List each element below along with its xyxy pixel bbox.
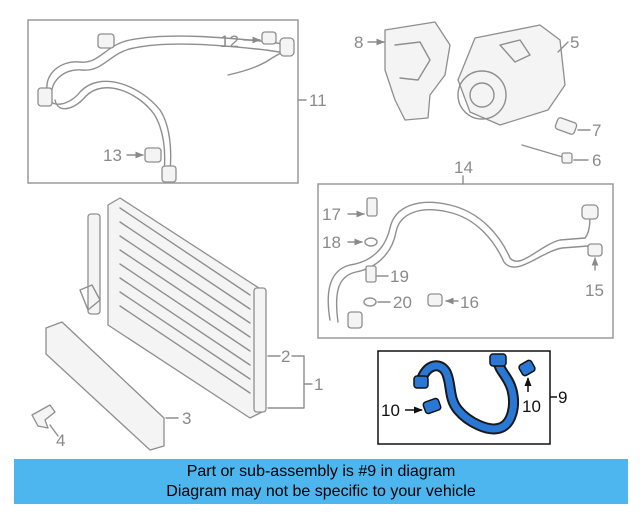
callout-6: 6 [592,151,601,170]
hose-11-clamp-top [97,33,115,49]
condenser-group: 2 1 3 4 [31,197,323,451]
parts-diagram: 11 12 13 8 5 7 6 14 [27,19,614,451]
callout-17: 17 [322,205,341,224]
callout-3: 3 [182,409,191,428]
condenser-1-tank [253,287,267,413]
hose-11-lower-line-b [54,87,166,173]
callout-13: 13 [103,146,122,165]
callout-7: 7 [592,121,601,140]
leader-5 [557,41,569,53]
callout-9: 9 [558,388,567,407]
hose-9 [418,358,517,433]
hose-11-end-fitting-bottom [161,165,177,183]
compressor-5 [457,24,566,126]
clip-16 [427,293,443,307]
banner-line-1: Part or sub-assembly is #9 in diagram [186,462,456,480]
valve-19 [365,265,377,283]
hose-11-end-fitting-right [279,37,295,57]
clip-12 [261,31,277,45]
box-11 [27,19,299,184]
compressor-5-pulley [457,70,507,120]
shield-3 [45,321,165,451]
callout-18: 18 [322,233,341,252]
oring-18 [364,237,378,247]
bracket-line-1 [267,355,305,409]
hose-9-end-left [413,375,429,389]
callout-12: 12 [220,32,239,51]
oring-20 [363,297,377,307]
banner-line-2: Diagram may not be specific to your vehi… [166,482,476,500]
info-banner: Part or sub-assembly is #9 in diagram Di… [14,459,628,504]
callout-14: 14 [454,158,473,177]
callout-10-right: 10 [522,397,541,416]
hose-assembly-14-group: 14 17 18 19 20 16 15 [317,158,614,339]
clip-15 [587,243,603,257]
callout-8: 8 [354,33,363,52]
callout-1: 1 [314,375,323,394]
leader-4 [49,424,59,437]
compressor-5-pulley-hub [469,82,495,108]
bolt-6-head [561,152,573,164]
sensor-17 [366,197,378,217]
hose-assembly-9-group: 10 10 9 [377,350,567,445]
part-7 [554,117,578,135]
hose-14-low-fitting [347,311,363,329]
callout-20: 20 [393,293,412,312]
condenser-1-fins [119,207,251,394]
clip-10-right [518,359,536,377]
compressor-5-fitting [499,39,531,63]
bracket-4 [31,404,56,429]
callout-11: 11 [309,91,327,110]
condenser-1-bracket [79,284,101,311]
hose-14-line-a [327,201,591,321]
box-14 [317,183,614,339]
callout-5: 5 [570,33,579,52]
bolt-6-shaft [521,144,567,159]
hose-14-end-fitting [581,204,599,220]
compressor-group: 8 5 7 6 [354,21,601,170]
clip-13 [144,147,162,163]
clip-10-left [422,397,442,415]
hose-9-end-top [489,353,507,367]
hose-11-upper-line-b [50,43,287,101]
callout-16: 16 [460,293,479,312]
hose-assembly-11-group: 11 12 13 [27,19,327,184]
callout-4: 4 [56,431,65,450]
hose-11-end-fitting-left [37,87,53,107]
hose-14-line-b [335,209,589,323]
callout-15: 15 [585,281,604,300]
callout-2: 2 [281,347,290,366]
bracket-8-detail [394,41,431,81]
hose-11-right-line [227,49,287,76]
bracket-8 [384,21,451,121]
condenser-1-left-tank [87,213,101,315]
hose-11-lower-line [47,80,172,171]
callout-10-left: 10 [381,401,400,420]
callout-19: 19 [390,267,409,286]
